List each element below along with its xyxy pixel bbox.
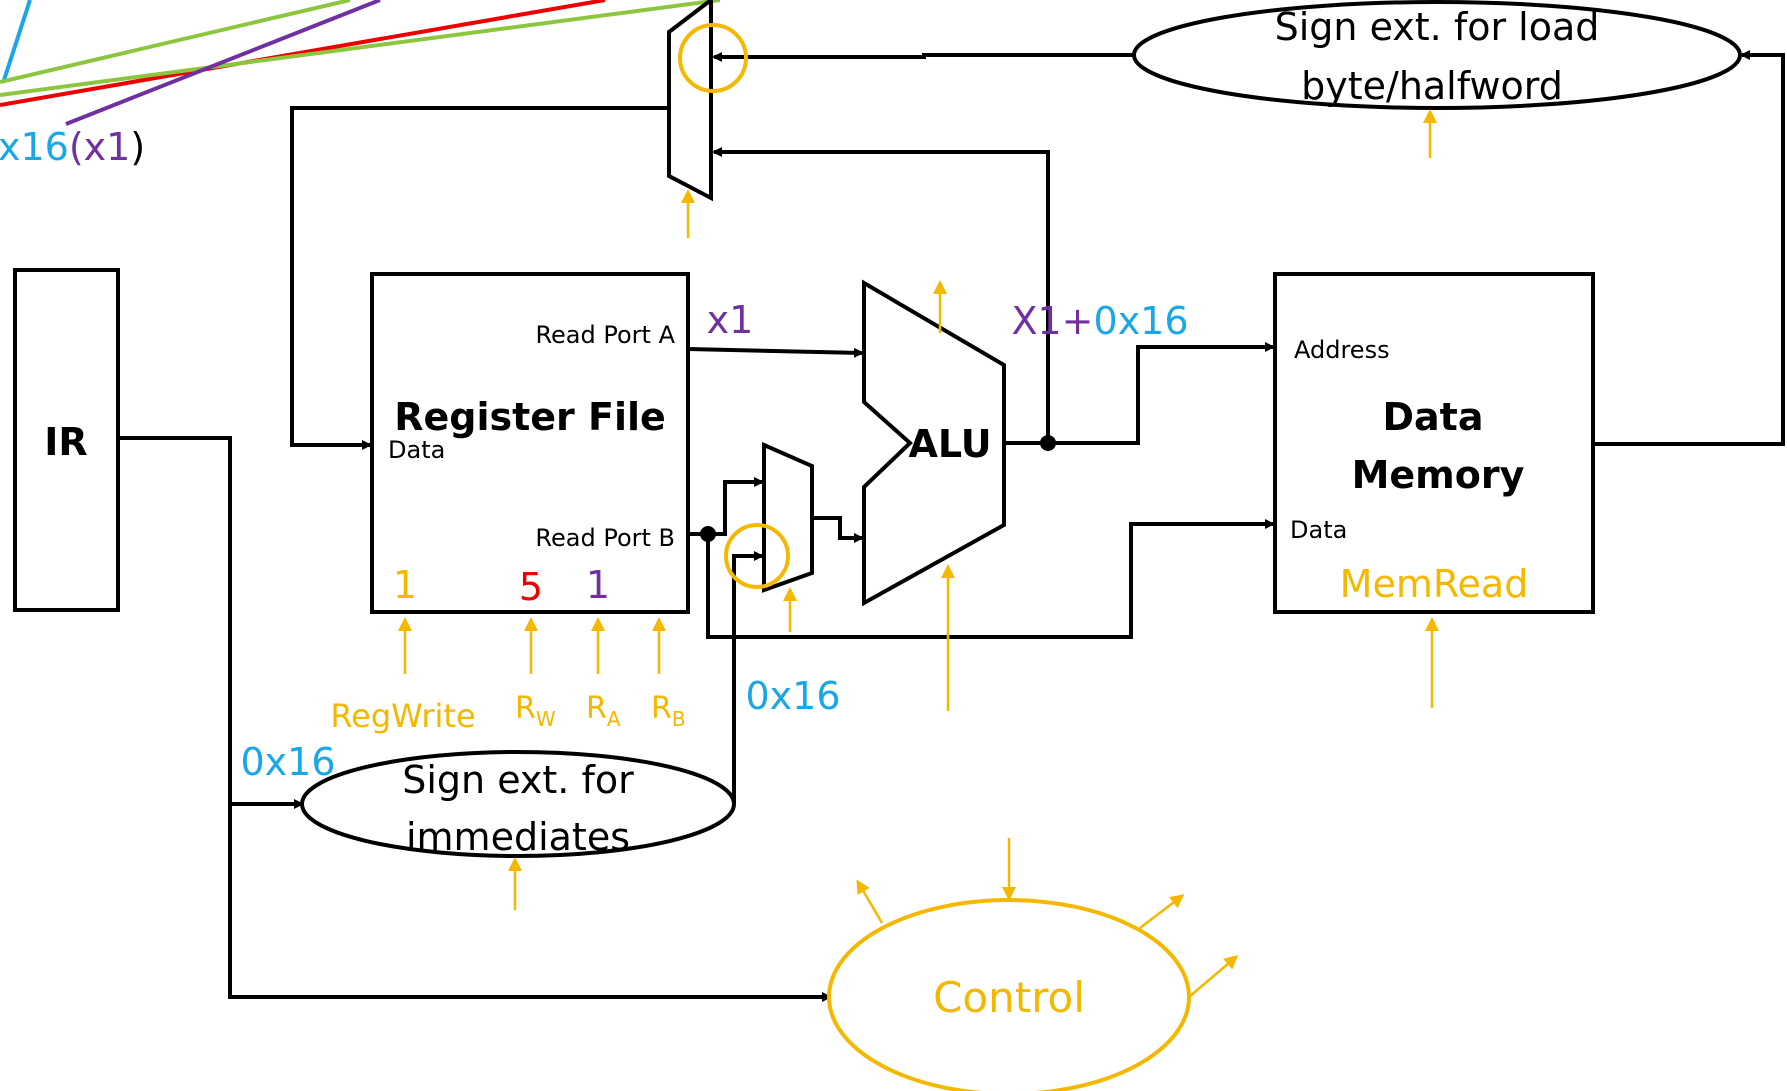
sign-ext-imm-line2: immediates bbox=[406, 815, 630, 859]
data-memory-block bbox=[1273, 272, 1595, 614]
imm-input-value: 0x16 bbox=[240, 740, 335, 784]
control-label: Control bbox=[933, 973, 1085, 1022]
mux-to-alu-wire bbox=[812, 516, 864, 543]
writeback-wire bbox=[290, 106, 672, 450]
port-b-to-memory-data-wire bbox=[706, 519, 1275, 639]
register-file-block bbox=[370, 272, 690, 614]
port-a-to-alu-wire bbox=[687, 347, 864, 358]
sign-ext-load-line2: byte/halfword bbox=[1301, 64, 1563, 108]
top-left-colored-lines bbox=[0, 0, 721, 126]
register-file-title: Register File bbox=[394, 395, 666, 439]
control-unit-arrows bbox=[856, 838, 1239, 998]
imm-output-value: 0x16 bbox=[745, 674, 840, 718]
ir-to-control-wire bbox=[228, 804, 832, 1002]
port-a-value: x1 bbox=[707, 298, 754, 342]
data-memory-title-1: Data bbox=[1383, 395, 1484, 439]
alu-output-junction bbox=[1040, 435, 1056, 451]
read-port-a-label: Read Port A bbox=[535, 321, 675, 349]
data-memory-title-2: Memory bbox=[1352, 453, 1525, 497]
sign-ext-load-line1: Sign ext. for load bbox=[1275, 5, 1600, 49]
imm-to-mux-wire bbox=[732, 551, 764, 804]
ir-label: IR bbox=[44, 420, 87, 464]
rw-value: 5 bbox=[519, 565, 543, 609]
alu-to-writeback-mux-wire bbox=[712, 147, 1050, 443]
rw-label: RW bbox=[515, 691, 556, 731]
alu-b-mux-highlight bbox=[724, 523, 790, 589]
read-port-b-label: Read Port B bbox=[535, 524, 675, 552]
writeback-mux bbox=[667, 0, 713, 202]
ir-to-signext-wire bbox=[118, 436, 304, 809]
alu-output-value: X1+0x16 bbox=[1011, 299, 1188, 343]
alu-label: ALU bbox=[908, 422, 991, 466]
alu-to-address-wire bbox=[1004, 342, 1275, 445]
purple-line bbox=[65, 0, 381, 126]
alu-b-mux bbox=[762, 441, 814, 593]
top-left-value: x16(x1) bbox=[0, 125, 145, 169]
port-b-junction bbox=[700, 526, 716, 542]
regwrite-label: RegWrite bbox=[330, 697, 475, 735]
memory-address-label: Address bbox=[1294, 336, 1390, 364]
alu-block bbox=[862, 279, 1006, 607]
ir-block bbox=[13, 268, 120, 612]
sign-ext-imm-line1: Sign ext. for bbox=[402, 758, 634, 802]
memread-label: MemRead bbox=[1340, 562, 1529, 606]
regfile-data-label: Data bbox=[388, 436, 445, 464]
memory-data-label: Data bbox=[1290, 516, 1347, 544]
rb-label: RB bbox=[651, 691, 686, 731]
regfile-control-arrows bbox=[398, 617, 666, 674]
red-line bbox=[0, 0, 606, 107]
memory-to-signext-load-wire bbox=[1593, 50, 1785, 446]
ra-value: 1 bbox=[586, 563, 610, 607]
green-line-1 bbox=[0, 0, 351, 84]
green-line-2 bbox=[0, 0, 721, 97]
signext-load-to-mux-wire bbox=[712, 52, 1134, 62]
writeback-mux-highlight bbox=[678, 23, 748, 93]
blue-line bbox=[2, 0, 32, 81]
ra-label: RA bbox=[586, 691, 621, 731]
regwrite-value: 1 bbox=[393, 563, 417, 607]
